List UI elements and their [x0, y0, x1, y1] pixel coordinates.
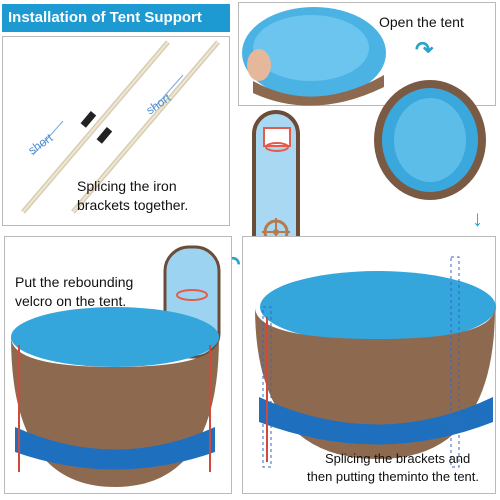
brackets-caption-line1: Splicing the brackets and — [325, 451, 471, 466]
open-tent-caption: Open the tent — [379, 14, 464, 30]
step-splice-iron-panel: short short Splicing the iron brackets t… — [2, 36, 230, 226]
opened-tent-illustration — [374, 80, 486, 200]
rebound-caption-line1: Put the rebounding — [15, 274, 134, 290]
brackets-caption-line2: then putting theminto the tent. — [307, 469, 480, 484]
iron-brackets-illustration — [21, 40, 220, 214]
step-brackets-into-tent-panel: Splicing the brackets and then putting t… — [242, 236, 496, 494]
basketball-hoop-icon — [263, 127, 291, 152]
splice-iron-caption-line2: brackets together. — [77, 197, 189, 213]
tent-with-hoop-illustration — [11, 245, 221, 487]
rebound-caption-line2: velcro on the tent. — [15, 293, 127, 309]
splice-iron-caption-line1: Splicing the iron — [77, 178, 177, 194]
curved-arrow-icon: ↓ — [472, 206, 483, 231]
folded-tent-illustration — [242, 7, 386, 106]
step-rebound-panel: Put the rebounding velcro on the tent. — [4, 236, 232, 494]
page-title: Installation of Tent Support — [2, 4, 230, 32]
tent-with-brackets-illustration — [255, 256, 496, 468]
curved-arrow-icon: ↷ — [415, 37, 434, 62]
step-open-tent-panel: Open the tent ↷ — [238, 2, 496, 106]
